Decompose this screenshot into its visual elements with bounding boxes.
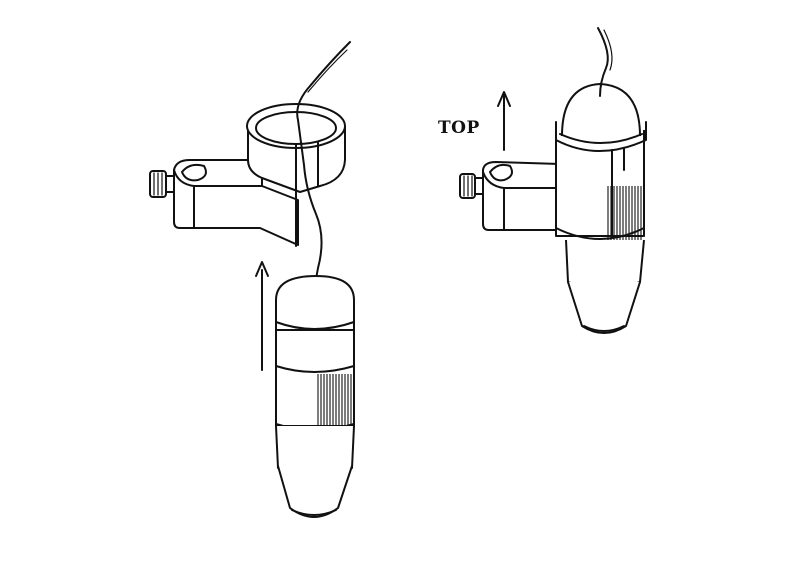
insert-arrow	[255, 261, 269, 371]
left-figure	[149, 41, 355, 518]
left-grip	[317, 374, 352, 430]
right-clamp-knob	[459, 173, 484, 199]
left-cable	[296, 41, 351, 291]
top-label: TOP	[438, 118, 480, 138]
top-arrow	[497, 91, 511, 151]
left-clamp-knob	[149, 170, 175, 198]
left-stand-clamp	[149, 103, 346, 247]
right-figure	[459, 27, 647, 334]
right-cable	[597, 27, 609, 97]
right-stand-clamp	[459, 161, 561, 231]
right-microscope	[555, 83, 647, 334]
left-microscope	[275, 275, 355, 518]
right-grip	[607, 186, 642, 244]
